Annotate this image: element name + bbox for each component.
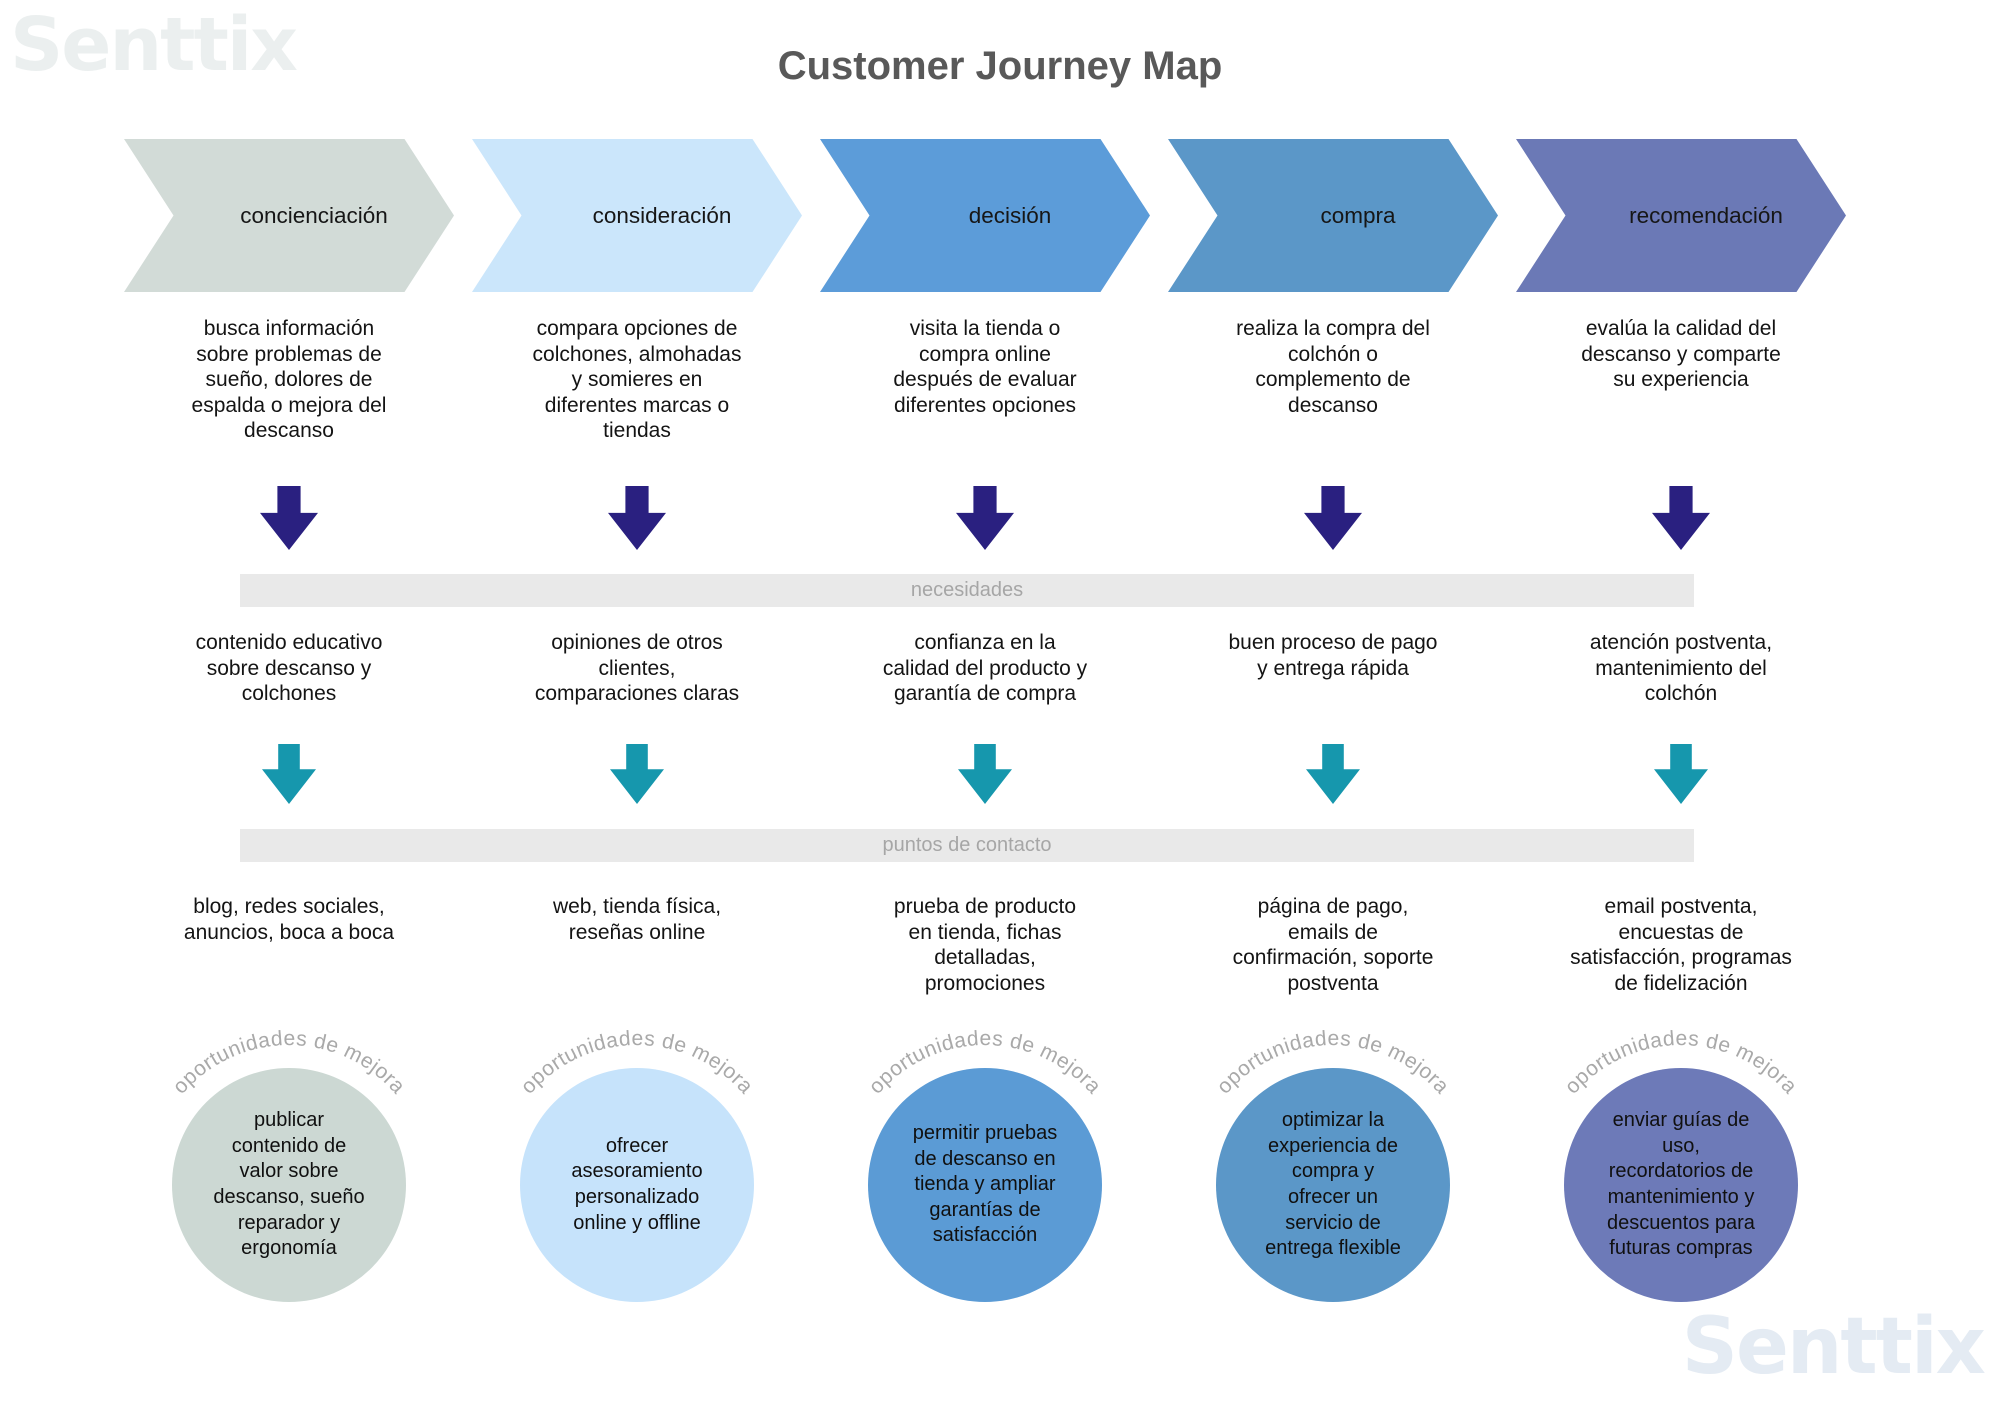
stage-description: evalúa la calidad del descanso y compart… (1581, 317, 1781, 392)
stage-touchpoints: prueba de producto en tienda, fichas det… (893, 895, 1077, 995)
brand-logo-top: Senttix (10, 2, 298, 88)
stage-touchpoints: página de pago, emails de confirmación, … (1232, 895, 1434, 995)
down-arrow-icon (956, 486, 1014, 550)
down-arrow-icon (1306, 744, 1360, 804)
down-arrow-icon (608, 486, 666, 550)
stage-need: buen proceso de pago y entrega rápida (1228, 631, 1438, 680)
touchpoints-band-label: puntos de contacto (882, 834, 1052, 856)
stage-arrow-consideracion: consideración (472, 139, 802, 292)
stage-description: compara opciones de colchones, almohadas… (532, 317, 742, 443)
down-arrow-icon (1652, 486, 1710, 550)
down-arrow-icon (958, 744, 1012, 804)
down-arrow-icon (1304, 486, 1362, 550)
stage-description: visita la tienda o compra online después… (893, 317, 1077, 417)
stage-touchpoints: blog, redes sociales, anuncios, boca a b… (183, 895, 395, 944)
down-arrow-icon (262, 744, 316, 804)
down-arrow-icon (610, 744, 664, 804)
stage-label: compra (1320, 202, 1396, 228)
opportunity-circle: ofrecer asesoramiento personalizado onli… (520, 1068, 754, 1302)
needs-band-label: necesidades (910, 579, 1024, 601)
stage-need: contenido educativo sobre descanso y col… (195, 631, 383, 706)
stage-arrow-decision: decisión (820, 139, 1150, 292)
stage-need: opiniones de otros clientes, comparacion… (534, 631, 740, 706)
opportunity-circle: permitir pruebas de descanso en tienda y… (868, 1068, 1102, 1302)
stage-arrow-recomendacion: recomendación (1516, 139, 1846, 292)
down-arrow-icon (260, 486, 318, 550)
needs-band: necesidades (240, 574, 1694, 607)
brand-logo-bottom: Senttix (1681, 1302, 1986, 1392)
stage-touchpoints: email postventa, encuestas de satisfacci… (1570, 895, 1792, 995)
opportunity-circle: optimizar la experiencia de compra y ofr… (1216, 1068, 1450, 1302)
stage-label: concienciación (240, 202, 388, 228)
stage-label: decisión (968, 202, 1052, 228)
opportunity-circle: enviar guías de uso, recordatorios de ma… (1564, 1068, 1798, 1302)
stage-label: recomendación (1629, 202, 1783, 228)
stage-need: confianza en la calidad del producto y g… (882, 631, 1088, 706)
opportunity-circle: publicar contenido de valor sobre descan… (172, 1068, 406, 1302)
stage-arrow-concienciacion: concienciación (124, 139, 454, 292)
stage-description: realiza la compra del colchón o compleme… (1236, 317, 1430, 417)
touchpoints-band: puntos de contacto (240, 829, 1694, 862)
stage-need: atención postventa, mantenimiento del co… (1589, 631, 1773, 706)
down-arrow-icon (1654, 744, 1708, 804)
stage-description: busca información sobre problemas de sue… (191, 317, 387, 443)
stage-arrow-compra: compra (1168, 139, 1498, 292)
page-title: Customer Journey Map (777, 44, 1223, 88)
stage-touchpoints: web, tienda física, reseñas online (552, 895, 722, 944)
stage-label: consideración (592, 202, 732, 228)
